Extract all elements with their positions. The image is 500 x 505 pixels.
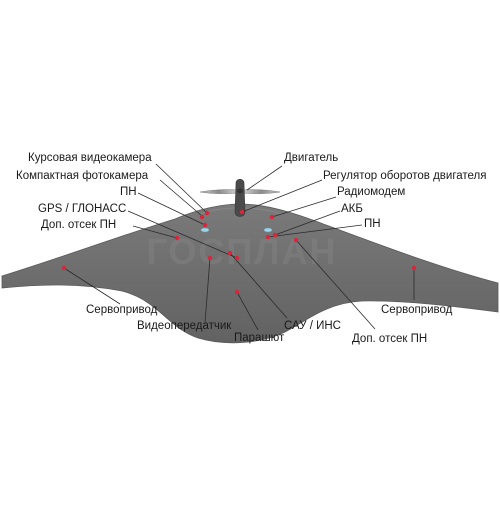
leader-video [204, 257, 211, 324]
label-akb: АКБ [341, 203, 363, 215]
propeller-hub [237, 188, 243, 194]
leader-pn-right [267, 224, 363, 238]
leader-gps [127, 210, 238, 259]
label-servoprivod-right: Сервопривод [381, 304, 453, 316]
leader-sau [229, 252, 288, 319]
camera-lens-left [200, 227, 210, 233]
marker-pn-right [265, 234, 271, 240]
label-pn-left: ПН [120, 186, 137, 198]
leader-servo-left [63, 267, 121, 305]
marker-parachute [234, 289, 240, 295]
label-parashyut: Парашют [234, 332, 285, 344]
leader-lines [63, 163, 415, 331]
leader-regulator [241, 179, 323, 213]
marker-video [207, 255, 213, 261]
label-sau-ins: САУ / ИНС [284, 320, 341, 332]
marker-regulator [239, 209, 245, 215]
marker-kursovaya [204, 210, 210, 216]
marker-servo-right [411, 265, 417, 271]
propeller-blade-right [242, 189, 281, 194]
marker-dop-right [293, 237, 299, 243]
label-radiomodem: Радиомодем [337, 186, 406, 198]
leader-dop-left [132, 225, 178, 239]
marker-sau [227, 250, 233, 256]
label-kursovaya-videokamera: Курсовая видеокамера [28, 152, 152, 164]
label-servoprivod-left: Сервопривод [86, 304, 158, 316]
leader-kompakt [159, 179, 203, 217]
marker-gps [234, 255, 240, 261]
label-kompaktnaya-fotokamera: Компактная фотокамера [16, 170, 149, 182]
label-videoperedatchik: Видеопередатчик [137, 320, 232, 332]
label-regulyator-oborotov: Регулятор оборотов двигателя [323, 170, 487, 182]
marker-kompakt [199, 214, 205, 220]
leader-akb [274, 210, 341, 236]
engine-housing [234, 178, 246, 217]
label-dop-otsek-left: Доп. отсек ПН [41, 219, 117, 231]
label-dvigatel: Двигатель [284, 152, 339, 164]
leader-radio [271, 196, 337, 218]
leader-parachute [236, 291, 259, 331]
marker-servo-left [61, 265, 67, 271]
marker-akb [272, 232, 278, 238]
label-dop-otsek-right: Доп. отсек ПН [352, 333, 428, 345]
propeller-blade-left [199, 189, 238, 194]
marker-radio [269, 214, 275, 220]
label-pn-right: ПН [364, 218, 381, 230]
leader-engine [246, 165, 283, 191]
leader-pn-left [137, 192, 206, 226]
label-gps-glonass: GPS / ГЛОНАСС [38, 203, 127, 215]
marker-pn-left [202, 222, 208, 228]
leader-dop-right [295, 239, 376, 330]
camera-lens-right [263, 227, 273, 233]
component-markers [61, 209, 417, 295]
leader-kursovaya [155, 163, 208, 214]
marker-dop-left [174, 235, 180, 241]
